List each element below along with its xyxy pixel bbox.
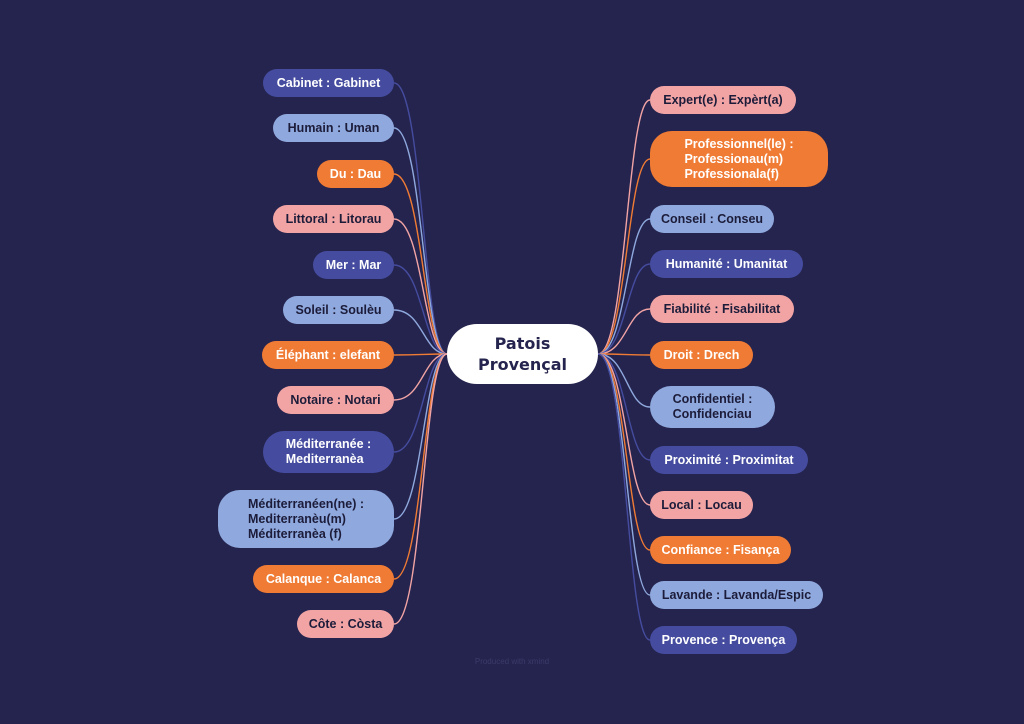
right-branch-label: Local : Locau bbox=[661, 497, 742, 512]
right-branch-label: Provence : Provença bbox=[661, 632, 786, 647]
right-connector-line bbox=[597, 353, 651, 641]
right-connector-line bbox=[597, 308, 651, 355]
right-branch-node[interactable]: Humanité : Umanitat bbox=[650, 250, 803, 278]
right-branch-node[interactable]: Fiabilité : Fisabilitat bbox=[650, 295, 794, 323]
left-branch-node[interactable]: Éléphant : elefant bbox=[262, 341, 394, 369]
right-branch-node[interactable]: Confidentiel : Confidenciau bbox=[650, 386, 775, 428]
right-connector-line bbox=[597, 99, 651, 355]
left-branch-node[interactable]: Du : Dau bbox=[317, 160, 394, 188]
right-branch-label: Humanité : Umanitat bbox=[665, 256, 788, 271]
left-branch-label: Cabinet : Gabinet bbox=[276, 75, 381, 90]
left-branch-label: Littoral : Litorau bbox=[285, 211, 382, 226]
left-branch-node[interactable]: Mer : Mar bbox=[313, 251, 394, 279]
right-connector-line bbox=[597, 353, 651, 408]
right-connector-line bbox=[597, 263, 651, 355]
right-branch-node[interactable]: Lavande : Lavanda/Espic bbox=[650, 581, 823, 609]
left-connector-line bbox=[393, 353, 448, 453]
left-branch-label: Humain : Uman bbox=[287, 120, 380, 135]
left-connector-line bbox=[393, 127, 448, 355]
right-connector-line bbox=[597, 218, 651, 355]
left-branch-node[interactable]: Notaire : Notari bbox=[277, 386, 394, 414]
right-branch-label: Professionnel(le) : Professionau(m) Prof… bbox=[684, 136, 794, 181]
left-connector-line bbox=[393, 353, 448, 401]
left-branch-node[interactable]: Littoral : Litorau bbox=[273, 205, 394, 233]
right-branch-node[interactable]: Local : Locau bbox=[650, 491, 753, 519]
left-branch-label: Notaire : Notari bbox=[290, 392, 381, 407]
left-branch-label: Calanque : Calanca bbox=[265, 571, 382, 586]
right-connector-line bbox=[597, 353, 651, 461]
right-branch-node[interactable]: Droit : Drech bbox=[650, 341, 753, 369]
right-branch-node[interactable]: Provence : Provença bbox=[650, 626, 797, 654]
right-branch-label: Expert(e) : Expèrt(a) bbox=[663, 92, 783, 107]
central-topic[interactable]: Patois Provençal bbox=[447, 324, 598, 384]
watermark-footer: Produced with xmind bbox=[474, 657, 550, 666]
left-connector-line bbox=[393, 218, 448, 355]
left-connector-line bbox=[393, 173, 448, 355]
left-branch-label: Du : Dau bbox=[329, 166, 382, 181]
right-branch-label: Proximité : Proximitat bbox=[664, 452, 794, 467]
left-branch-label: Côte : Còsta bbox=[308, 616, 383, 631]
right-branch-node[interactable]: Professionnel(le) : Professionau(m) Prof… bbox=[650, 131, 828, 187]
left-branch-node[interactable]: Humain : Uman bbox=[273, 114, 394, 142]
right-connector-line bbox=[597, 353, 651, 551]
left-connector-line bbox=[393, 353, 448, 520]
right-branch-node[interactable]: Proximité : Proximitat bbox=[650, 446, 808, 474]
right-branch-node[interactable]: Confiance : Fisança bbox=[650, 536, 791, 564]
left-branch-node[interactable]: Cabinet : Gabinet bbox=[263, 69, 394, 97]
right-connector-line bbox=[597, 353, 651, 356]
left-connector-line bbox=[393, 353, 448, 356]
left-branch-label: Soleil : Soulèu bbox=[295, 302, 382, 317]
right-connector-line bbox=[597, 353, 651, 506]
right-branch-node[interactable]: Conseil : Conseu bbox=[650, 205, 774, 233]
right-branch-node[interactable]: Expert(e) : Expèrt(a) bbox=[650, 86, 796, 114]
left-branch-label: Méditerranéen(ne) : Mediterranèu(m) Médi… bbox=[248, 496, 364, 541]
left-branch-label: Mer : Mar bbox=[325, 257, 382, 272]
left-connector-line bbox=[393, 264, 448, 355]
right-connector-line bbox=[597, 158, 651, 355]
left-branch-node[interactable]: Soleil : Soulèu bbox=[283, 296, 394, 324]
left-branch-node[interactable]: Méditerranée : Mediterranèa bbox=[263, 431, 394, 473]
right-branch-label: Fiabilité : Fisabilitat bbox=[663, 301, 781, 316]
central-topic-label: Patois Provençal bbox=[477, 334, 568, 374]
right-branch-label: Conseil : Conseu bbox=[660, 211, 764, 226]
right-branch-label: Confiance : Fisança bbox=[661, 542, 780, 557]
right-branch-label: Droit : Drech bbox=[663, 347, 740, 362]
right-branch-label: Confidentiel : Confidenciau bbox=[672, 392, 753, 421]
left-branch-label: Éléphant : elefant bbox=[275, 347, 381, 362]
right-branch-label: Lavande : Lavanda/Espic bbox=[661, 587, 812, 602]
left-branch-node[interactable]: Calanque : Calanca bbox=[253, 565, 394, 593]
left-connector-line bbox=[393, 309, 448, 355]
left-branch-node[interactable]: Côte : Còsta bbox=[297, 610, 394, 638]
left-branch-label: Méditerranée : Mediterranèa bbox=[285, 437, 372, 466]
left-branch-node[interactable]: Méditerranéen(ne) : Mediterranèu(m) Médi… bbox=[218, 490, 394, 548]
left-connector-line bbox=[393, 353, 448, 625]
left-connector-line bbox=[393, 82, 448, 355]
left-connector-line bbox=[393, 353, 448, 580]
